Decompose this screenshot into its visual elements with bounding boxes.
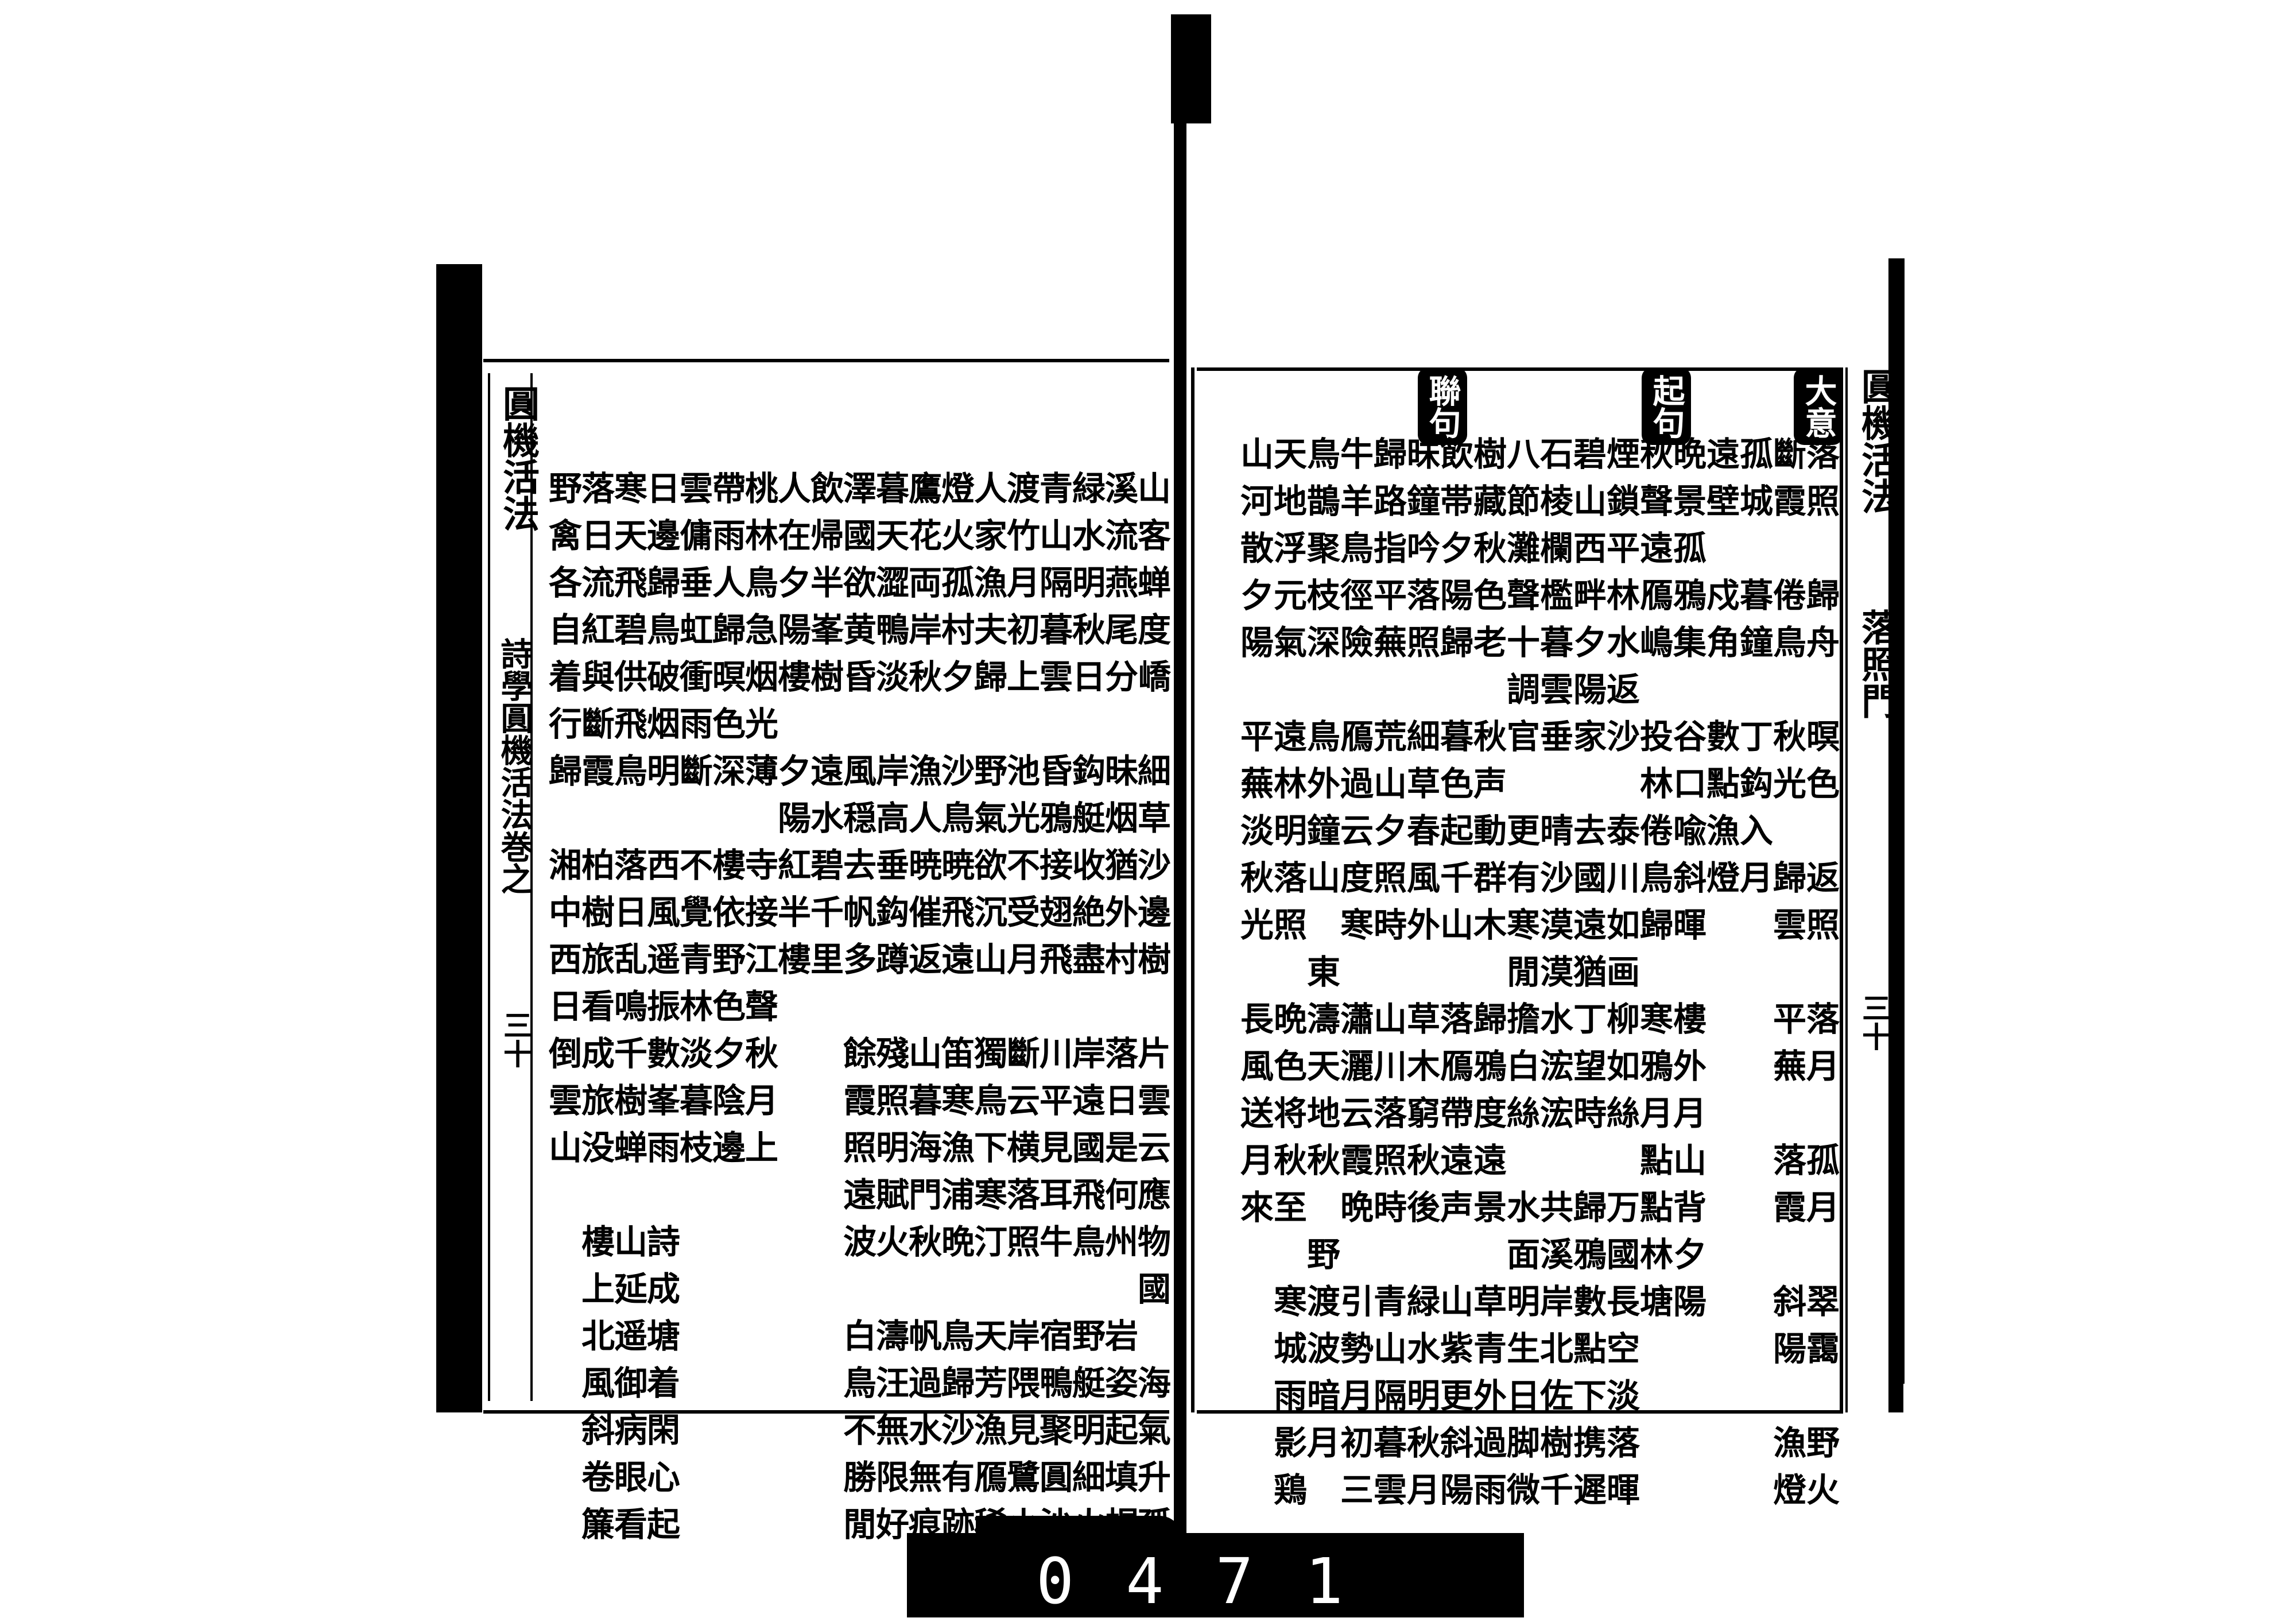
left-text-column: 帶雨人歸暝色深 樓依野色夕陰邊 [707, 471, 746, 1177]
right-text-column: 遠壁 戍角 數點漁燈 [1701, 436, 1740, 907]
left-text-column: 日邊歸鳥破烟明 西風遥振數峯雨 詩成塘着閑心起 [641, 471, 680, 1554]
left-text-column: 雲傭垂虹衝雨斷 不覺青林淡暮枝 [674, 471, 713, 1177]
left-text-column: 山客蝉度嶠 細草沙邊樹 片雲云應物國 海氣升孤月 [1132, 471, 1171, 1601]
right-text-column: 樹藏秋色老 秋声動群木 歸鴉度遠景 草青外過雨 [1468, 436, 1507, 1519]
right-text-column: 天地浮元氣 遠林明落照 晩色将秋至 寒城雨影鶏 [1268, 436, 1307, 1519]
right-text-column: 山河散夕陽 平蕪淡秋光 長風送月來 [1235, 436, 1274, 1237]
right-text-column: 歸路指平蕪 荒山夕照時 山川落照時 青山隔暮雲 [1368, 436, 1407, 1519]
right-margin-title: 圓機活法 [1855, 367, 1898, 514]
left-text-column: 人在夕陽樓 夕陽紅半樓 [772, 471, 811, 989]
right-page-margin: 圓機活法 落照門 三十 [1845, 367, 1898, 1412]
left-margin-title: 圓機活法 [497, 385, 540, 532]
left-text-column: 澤國欲黄昏 風穏去帆多 餘霞照遠波 白鳥不勝閒 [837, 471, 876, 1554]
right-text-column: 八節灘聲十調官 更有寒閒擔白絲 水面明生日脚微 [1501, 436, 1540, 1519]
right-text-column: 石棱欄檻暮雲垂 晴沙漠漠水浤浤 共溪岸北佐樹千 [1534, 436, 1573, 1519]
right-text-column: 鳥鵲聚枝深 鳥外鐘山 東濤天地秋 野渡波暗月 [1301, 436, 1340, 1472]
left-text-column: 寒天飛碧供飛鳥 落日乱鳴千樹蝉 山延遥御病眼看 [608, 471, 647, 1554]
right-page-number: 三十 [1857, 993, 1891, 1051]
right-text-column: 牛羊鳥徑險 鴈過云度寒 瀟灑云霞晩 引勢月初三 [1335, 436, 1374, 1519]
right-text-column: 斷霞 倦鳥 秋光 歸雲 平蕪 落霞 斜陽 漁燈 [1767, 436, 1806, 1519]
folio-tab [907, 1533, 1524, 1617]
left-text-column: 緑水明秋日 鈎艇收絶盡 岸遠國飛鳥 野艇明細火 [1066, 471, 1106, 1554]
right-page-frame [1197, 367, 1843, 1414]
section-heading: 起句 [1642, 367, 1691, 445]
section-heading: 大意 [1794, 367, 1843, 445]
left-margin-subtitle: 詩學圓機活法巻之 [495, 637, 533, 895]
left-text-column: 野禽各自着行歸 湘中西日倒雲山 [543, 471, 582, 1177]
right-page-edge-line [1903, 258, 1905, 1384]
right-page-edge [1888, 258, 1903, 1412]
left-page-frame [483, 359, 1169, 1414]
left-text-column: 燈火孤村夕 沙鳥暁飛遠 笛寒漁浦晩 鳥歸沙有跡 [936, 471, 975, 1554]
left-page-edge [436, 264, 482, 1412]
book-spine [1174, 115, 1186, 1533]
right-text-column: 孤城 暮鐘 丁鈎入月 [1734, 436, 1773, 907]
right-text-column: 碧山西畔夕陽家 去國遠猶丁望時 歸鴉數點下携遲 [1568, 436, 1607, 1519]
left-text-column: 溪流燕尾分 昧烟猶外村 落日是何州 岩姿起填帽 [1099, 471, 1138, 1554]
right-text-column: 晩景孤鴉集 谷口喩斜暉 樓外月山背夕陽 [1667, 436, 1707, 1331]
left-text-column: 飲帰半峯樹 遠水碧千里 [805, 471, 844, 989]
spine-clip [1171, 14, 1211, 123]
left-text-column: 青山隔暮雲 昏鴉接翅飛 川平見耳牛 宿鴨聚圓沙 [1034, 471, 1073, 1554]
left-text-column: 鷹花両岸秋 漁人暁催返 山暮海門秋 帆過水無痕 [903, 471, 942, 1554]
left-text-column: 人家漁夫歸 野氣欲沉山 獨鳥下寒汀 天芳漁鴈稀 [968, 471, 1007, 1554]
left-page-number: 三十 [499, 1011, 533, 1068]
left-text-column: 暮天澀鴨淡 岸高垂鈎蹲 殘照明賦火 濤汪無限好 [870, 471, 909, 1554]
right-text-column: 煙鎖平林水返沙 泰川如画柳如絲 万國長空淡落暉 [1601, 436, 1640, 1519]
left-page-margin: 圓機活法 詩學圓機活法巻之 三十 [488, 373, 540, 1401]
folio-number: 0471 [1036, 1545, 1395, 1618]
left-text-column: 渡竹月初上 池光不受月 斷云横落照 岸隈見鷺小 [1001, 471, 1040, 1554]
left-text-column: 落日流紅與斷霞 柏樹旅看成旅没 樓上北風斜卷簾 [576, 471, 615, 1554]
right-text-column: 飲帯夕陽歸 暮色起千山 落鴈帶遠声 山紫更斜陽 [1434, 436, 1473, 1519]
right-text-column: 昧鐘吟落照 細草春風外 草木窮秋後 緑水明秋月 [1401, 436, 1440, 1519]
section-heading: 聯句 [1418, 367, 1467, 445]
right-text-column: 落照 歸舟 暝色 返照 落月 孤月 翠靄 野火 [1801, 436, 1840, 1519]
right-margin-subtitle: 落照門 [1855, 609, 1898, 719]
left-text-column: 桃林鳥急烟光薄 寺接江聲秋月上 [739, 471, 778, 1177]
right-text-column: 秋聲遠鴈嶋 投林倦鳥歸 寒鴉月點點林塘 [1634, 436, 1673, 1331]
gutter-line [1191, 367, 1194, 1412]
